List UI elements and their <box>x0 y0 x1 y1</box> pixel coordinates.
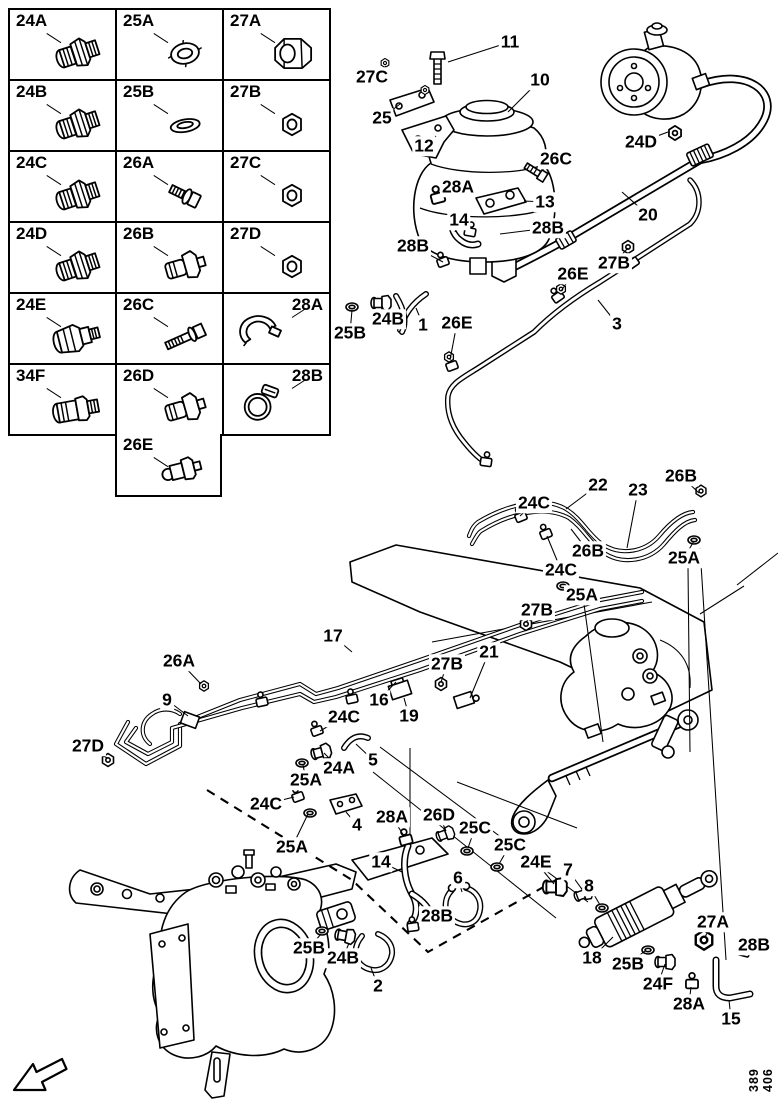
parts-table: 24A 25A 27A 24B 25B 27B 24C 26A 27C 24D 26B 27D 24E 2… <box>8 8 331 436</box>
part-label: 27D <box>230 224 262 243</box>
part-label: 24D <box>16 224 48 243</box>
part-label: 24C <box>16 153 48 172</box>
pipe-3 <box>444 177 702 467</box>
part-cell-27C: 27C <box>224 152 331 223</box>
part-label: 27A <box>230 11 262 30</box>
elbow-15 <box>712 956 754 1002</box>
cap-nut-icon <box>260 31 324 76</box>
pipes-22-23 <box>466 500 698 563</box>
band-clamp-icon <box>229 381 293 426</box>
part-cell-28A: 28A <box>224 294 331 365</box>
reservoir-illustration <box>389 51 556 275</box>
part-label: 25B <box>123 82 155 101</box>
hose-5 <box>341 733 371 751</box>
washer-icon <box>153 102 217 147</box>
part-cell-27A: 27A <box>224 10 331 81</box>
hose-1 <box>393 291 429 335</box>
part-cell-26C: 26C <box>117 294 224 365</box>
part-cell-25B: 25B <box>117 81 224 152</box>
part-cell-26D: 26D <box>117 365 224 436</box>
part-label: 26E <box>123 435 154 454</box>
part-cell-24B: 24B <box>10 81 117 152</box>
part-label: 26A <box>123 153 155 172</box>
hose-2 <box>352 931 396 974</box>
hex-fitting-icon <box>46 244 110 289</box>
hose-6 <box>442 881 484 928</box>
hex-fitting-icon <box>46 31 110 76</box>
banjo-bolt-icon <box>153 244 217 289</box>
part-label: 26D <box>123 366 155 385</box>
part-cell-24E: 24E <box>10 294 117 365</box>
direction-arrow-icon <box>12 1057 68 1092</box>
o-ring-icon <box>153 31 217 76</box>
part-label: 27C <box>230 153 262 172</box>
part-cell-24A: 24A <box>10 10 117 81</box>
nut-icon <box>260 102 324 147</box>
part-label: 24B <box>16 82 48 101</box>
power-cylinder-illustration <box>578 869 718 949</box>
part-cell-26A: 26A <box>117 152 224 223</box>
part-cell-28B: 28B <box>224 365 331 436</box>
banjo-bolt-icon <box>153 386 217 431</box>
part-label: 24A <box>16 11 48 30</box>
valve-fitting-icon <box>46 386 110 431</box>
long-bolt-icon <box>153 315 217 360</box>
part-label: 26C <box>123 295 155 314</box>
screw-icon <box>153 173 217 218</box>
pump-illustration <box>600 22 711 120</box>
part-label: 25A <box>123 11 155 30</box>
bleed-screw-icon <box>151 447 215 492</box>
steering-box-illustration <box>68 837 449 1099</box>
adapter-fitting-icon <box>46 315 110 360</box>
nut-icon <box>260 244 324 289</box>
part-cell-26B: 26B <box>117 223 224 294</box>
part-label: 28A <box>291 295 323 314</box>
hex-fitting-icon <box>46 173 110 218</box>
hardware-fasteners <box>101 57 753 990</box>
part-cell-34F: 34F <box>10 365 117 436</box>
part-cell-24C: 24C <box>10 152 117 223</box>
part-cell-26E: 26E <box>115 434 222 497</box>
document-number: 389 406 <box>747 1068 775 1092</box>
parts-table-extra-cell: 26E <box>115 434 222 497</box>
hose-clamp-icon <box>229 310 293 355</box>
part-label: 34F <box>16 366 46 385</box>
part-label: 24E <box>16 295 47 314</box>
steering-gear-illustration <box>510 618 699 835</box>
part-label: 28B <box>291 366 323 385</box>
part-cell-27B: 27B <box>224 81 331 152</box>
dashed-reference-lines <box>206 789 557 954</box>
part-label: 27B <box>230 82 262 101</box>
part-cell-27D: 27D <box>224 223 331 294</box>
part-cell-24D: 24D <box>10 223 117 294</box>
part-label: 26B <box>123 224 155 243</box>
pipe-bracket-21 <box>452 690 480 710</box>
part-cell-25A: 25A <box>117 10 224 81</box>
nut-icon <box>260 173 324 218</box>
hex-fitting-icon <box>46 102 110 147</box>
